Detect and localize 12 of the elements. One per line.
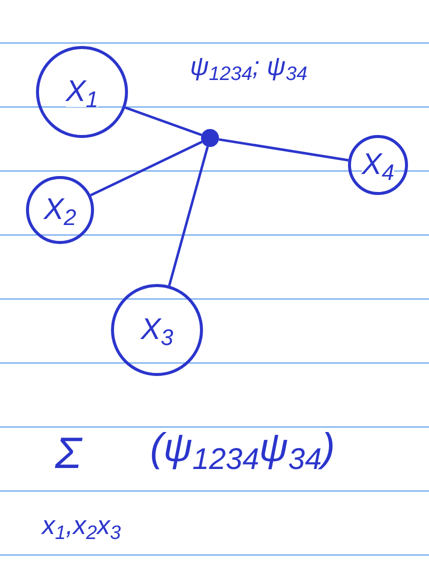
- formula-text: Σ: [55, 432, 82, 476]
- connector-line: [90, 140, 202, 196]
- connector-line: [124, 106, 202, 136]
- connector-line: [168, 146, 209, 286]
- connector-line: [218, 138, 349, 162]
- variable-label: X$_{3}$: [140, 315, 174, 345]
- formula-text: (ψ$_{1234}$ψ$_{34}$): [150, 428, 335, 468]
- formula-text: x$_{1}$,x$_{2}$x$_{3}$: [42, 512, 121, 538]
- variable-label: X$_{1}$: [66, 77, 98, 107]
- factor-label: ψ$_{1234}$; ψ$_{34}$: [190, 53, 308, 79]
- variable-label: X$_{4}$: [362, 150, 394, 180]
- variable-label: X$_{2}$: [44, 195, 76, 225]
